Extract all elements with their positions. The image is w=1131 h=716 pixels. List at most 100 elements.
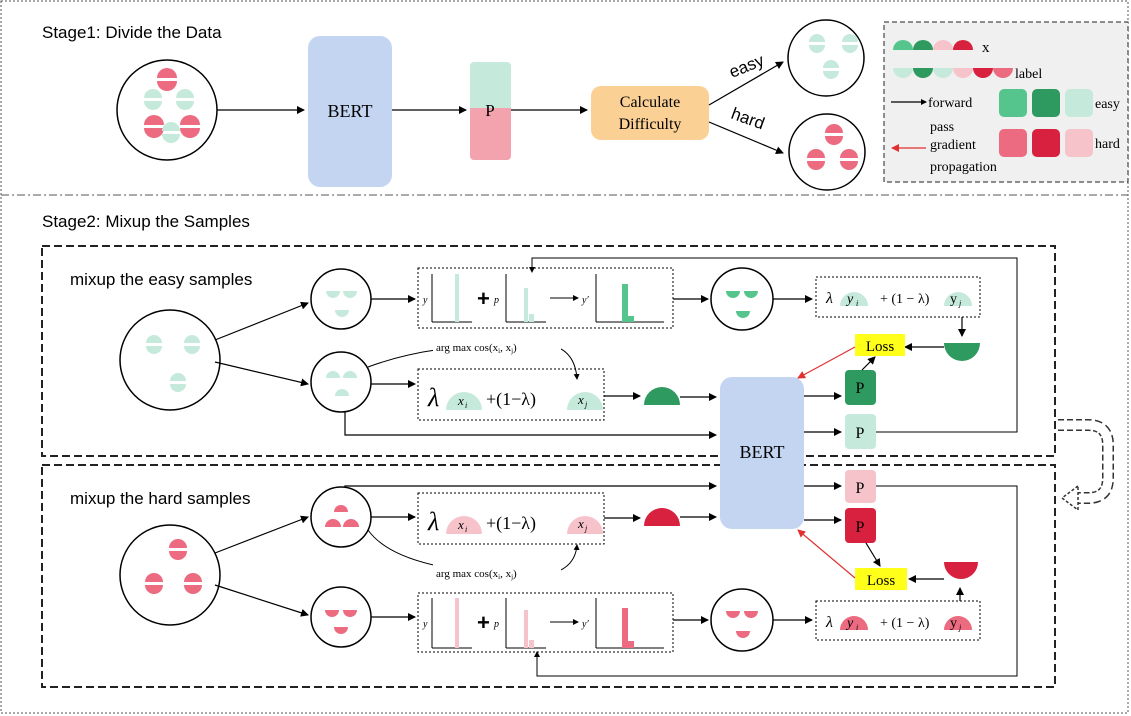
easy-loss-box [855, 334, 905, 356]
hard-mixed-input-shape [644, 508, 680, 526]
svg-text:x: x [577, 392, 584, 407]
legend-easy-light-swatch [1065, 89, 1093, 117]
loop-arrow [1058, 419, 1114, 512]
arrow-easy-to-label-set [214, 301, 309, 341]
hard-raw-p-label: P [856, 480, 865, 497]
arrow-to-easy [708, 61, 784, 106]
easy-gradient-arrow [797, 346, 856, 379]
arrow-easy-raw-to-bert [344, 412, 717, 439]
hard-chart-bar-yprime [622, 608, 628, 648]
legend-gradient-line2: propagation [930, 160, 997, 175]
stage2-bert-block [720, 377, 804, 529]
arrow-easy-p-to-loss [861, 356, 876, 371]
hard-chart-bar-y [455, 598, 459, 648]
calc-line2: Difficulty [619, 116, 682, 133]
svg-text:i: i [465, 525, 467, 534]
stage1-input-set [116, 59, 218, 161]
easy-label-formula-sub-j: j [958, 299, 962, 308]
hard-input-subset [310, 486, 372, 548]
hard-mixed-label-shape [944, 562, 978, 579]
easy-chart-bar-yprime [622, 284, 628, 322]
easy-label-formula-mid: + (1 − λ) [880, 292, 930, 307]
easy-box-title: mixup the easy samples [70, 270, 252, 289]
stage1-bert-label: BERT [328, 101, 373, 121]
hard-loss-box [855, 568, 907, 590]
easy-raw-p-label: P [856, 425, 865, 442]
legend-label-label: label [1015, 67, 1042, 82]
hard-feedback-arrow [534, 485, 1018, 677]
easy-input-formula-lambda: λ [427, 383, 439, 412]
stage2-bert-label: BERT [740, 442, 785, 462]
stage2-title: Stage2: Mixup the Samples [42, 212, 250, 231]
stage1-easy-set [787, 19, 865, 97]
svg-text:x: x [457, 517, 464, 532]
hard-raw-p-box [845, 470, 876, 503]
arrow-to-hard [708, 121, 784, 154]
easy-input-set [119, 309, 221, 411]
svg-text:i: i [465, 401, 467, 410]
legend-forward-line1: forward [928, 96, 972, 111]
hard-loss-label: Loss [867, 573, 896, 589]
easy-mixed-p-label: P [856, 380, 865, 397]
plus-icon: + [477, 610, 490, 635]
hard-gradient-arrow [797, 529, 856, 579]
calc-line1: Calculate [620, 94, 680, 111]
svg-text:y: y [422, 619, 428, 630]
hard-mixed-p-label: P [856, 519, 865, 536]
stage1-sample-easy-3 [162, 122, 180, 143]
hard-label-chart-box: y + p y′ [417, 592, 674, 653]
hard-input-formula: λ x i +(1−λ) x j [417, 492, 605, 545]
svg-text:i: i [856, 623, 858, 632]
stage1-p-label: P [485, 101, 494, 120]
plus-icon: + [477, 286, 490, 311]
hard-mixup-box [41, 464, 1056, 688]
legend-easy-mid-swatch [999, 89, 1027, 117]
stage1-sample-hard-2 [144, 115, 164, 138]
easy-chart-bar-p [524, 288, 528, 322]
easy-label-formula-sub-i: i [856, 299, 858, 308]
easy-input-formula-mid: +(1−λ) [486, 389, 536, 410]
easy-chart-yprime-label: y′ [581, 295, 589, 306]
easy-mixed-input-shape [644, 387, 680, 405]
svg-text:y: y [950, 616, 957, 631]
svg-text:λ: λ [825, 614, 833, 631]
legend-easy-label: easy [1095, 97, 1120, 112]
hard-label-formula: λ y i + (1 − λ) y j [815, 600, 981, 641]
stage1-sample-hard-3 [180, 115, 200, 138]
easy-argmax-text: arg max cos(xi, xj) [433, 338, 561, 355]
easy-label-formula: λ y i + (1 − λ) y j [815, 276, 981, 318]
legend-hard-mid-swatch [999, 129, 1027, 157]
arrow-hard-raw-to-bert [344, 482, 717, 490]
legend-hard-dark-swatch [1032, 129, 1060, 157]
svg-text:j: j [584, 400, 588, 409]
svg-text:arg max cos(xi, xj): arg max cos(xi, xj) [436, 342, 517, 355]
stage1-hard-set [788, 113, 866, 191]
legend-hard-light-swatch [1065, 129, 1093, 157]
easy-feedback-arrow [529, 257, 1018, 433]
easy-mixed-p-box [845, 370, 876, 405]
easy-chart-y-label: y [422, 295, 428, 306]
arrow-easy-to-input-set [214, 361, 309, 387]
easy-label-subset [310, 268, 372, 330]
stage1-sample-easy-1 [144, 89, 162, 110]
easy-mixed-label-shape [944, 343, 980, 361]
hard-input-set [119, 524, 221, 626]
hard-label-formula-mid: + (1 − λ) [880, 616, 930, 631]
easy-raw-p-box [845, 414, 876, 449]
hard-label-subset [310, 586, 372, 648]
arrow-hard-to-label-set [214, 584, 309, 617]
svg-text:y: y [845, 616, 854, 631]
easy-label-formula-y2: y [950, 292, 957, 307]
easy-branch-label: easy [726, 50, 767, 81]
legend-gradient-line1: gradient [930, 138, 976, 153]
easy-input-subset [310, 351, 372, 413]
stage1-p-bar [470, 62, 511, 160]
svg-text:arg max cos(xi, xj): arg max cos(xi, xj) [436, 568, 517, 581]
stage1-sample-easy-2 [176, 89, 194, 110]
legend-hard-label: hard [1095, 137, 1120, 152]
legend-forward-line2: pass [930, 120, 954, 135]
hard-mixed-p-box [845, 508, 876, 543]
hard-input-formula-mid: +(1−λ) [486, 513, 536, 534]
stage1-bert-block [308, 36, 392, 187]
